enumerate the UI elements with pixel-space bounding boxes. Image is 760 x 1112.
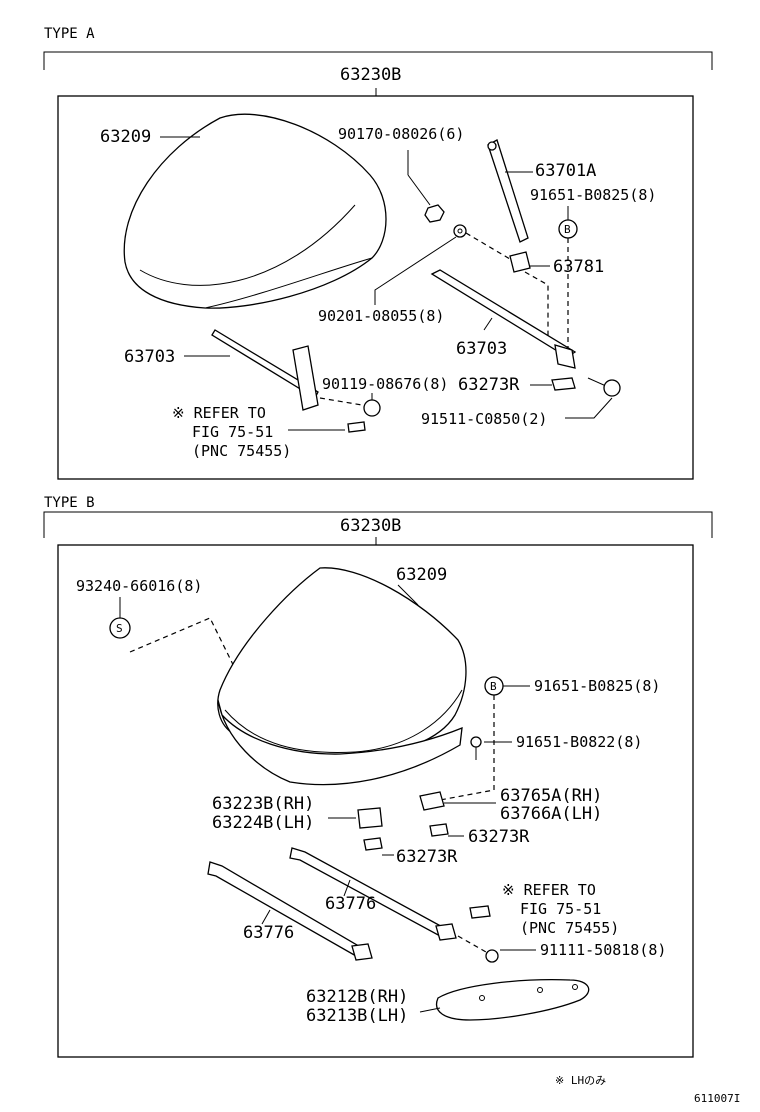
type-b-bracket-line xyxy=(43,511,713,538)
type-a-plate-label: 63273R xyxy=(458,375,520,395)
type-b-bracket-icon xyxy=(357,807,383,829)
type-b-bar-left-leader xyxy=(261,909,271,925)
type-b-callout-s-text: S xyxy=(116,622,123,635)
type-b-bolt-bottom-label: 91111-50818(8) xyxy=(540,941,666,959)
type-a-nut-label: 90170-08026(6) xyxy=(338,125,464,143)
type-a-header: TYPE A xyxy=(44,26,95,42)
type-a-rail-left xyxy=(211,329,319,411)
type-a-bolt-right-leader xyxy=(565,397,613,419)
type-a-section: TYPE A 63230B 63209 90170-08026(6) 90201… xyxy=(43,26,713,480)
type-b-hinge-lh-label: 63766A(LH) xyxy=(500,804,602,824)
type-a-refer-line-3: (PNC 75455) xyxy=(192,442,291,460)
type-b-section: TYPE B 63230B 93240-66016(8) S 63209 B 9… xyxy=(43,495,713,1058)
type-b-refer-line-3: (PNC 75455) xyxy=(520,919,619,937)
type-b-bolt-b2-label: 91651-B0822(8) xyxy=(516,733,642,751)
type-b-plate-left-icon xyxy=(363,837,383,851)
type-b-bar-left-label: 63776 xyxy=(243,923,294,943)
type-b-side-panel xyxy=(435,979,590,1021)
type-a-washer-icon xyxy=(453,224,467,238)
type-a-refer-line-2: FIG 75-51 xyxy=(192,423,273,441)
type-a-washer-leader xyxy=(374,236,457,305)
type-b-panel-rh-label: 63212B(RH) xyxy=(306,987,408,1007)
type-b-bracket-rh-label: 63223B(RH) xyxy=(212,794,314,814)
type-b-bolt-b2-icon xyxy=(470,736,482,760)
type-b-bolt-bottom-icon xyxy=(457,935,499,963)
type-a-bolt-right-label: 91511-C0850(2) xyxy=(421,410,547,428)
type-a-rail-right-leader xyxy=(483,317,493,331)
type-b-hinge-rh-label: 63765A(RH) xyxy=(500,786,602,806)
type-b-plate-left-label: 63273R xyxy=(396,847,458,867)
type-b-hinge-icon xyxy=(419,791,445,811)
type-b-bolt-b1-label: 91651-B0825(8) xyxy=(534,677,660,695)
type-b-frame xyxy=(57,544,694,1058)
type-a-plate-icon xyxy=(551,377,576,391)
type-b-refer-line-2: FIG 75-51 xyxy=(520,900,601,918)
type-a-rod-label: 63701A xyxy=(535,161,596,181)
type-a-rail-left-label: 63703 xyxy=(124,347,175,367)
type-b-panel-leader xyxy=(419,1007,441,1013)
type-b-bar-center-leader xyxy=(343,879,351,897)
type-b-refer-pad-icon xyxy=(469,905,491,919)
type-a-washer-label: 90201-08055(8) xyxy=(318,307,444,325)
type-b-bracket-lh-label: 63224B(LH) xyxy=(212,813,314,833)
type-b-callout-s-icon xyxy=(109,617,131,639)
type-a-cover-label: 63209 xyxy=(100,127,151,147)
type-a-rail-right xyxy=(430,269,577,369)
type-a-frame xyxy=(57,95,694,480)
type-b-bar-center-label: 63776 xyxy=(325,894,376,914)
type-a-assembly-label: 63230B xyxy=(340,65,401,85)
type-b-header: TYPE B xyxy=(44,495,95,511)
type-a-nut-icon xyxy=(424,204,445,223)
type-a-refer-pad-icon xyxy=(347,421,366,433)
type-a-bracket-line xyxy=(43,51,713,70)
type-b-cover-leader xyxy=(397,584,419,606)
type-a-refer-line-1: ※ REFER TO xyxy=(172,404,266,422)
type-a-bolt-left-icon xyxy=(319,397,381,417)
type-a-washer-dash xyxy=(465,232,516,263)
type-a-callout-b-text: B xyxy=(564,223,571,236)
type-b-plate-right-icon xyxy=(429,823,449,837)
footer-code: 611007I xyxy=(694,1092,740,1105)
type-a-bracket-icon xyxy=(509,251,531,273)
type-a-bolt-left-label: 90119-08676(8) xyxy=(322,375,448,393)
type-a-seat-cover xyxy=(123,113,387,309)
type-a-bracket-dash xyxy=(524,271,549,340)
type-b-assembly-label: 63230B xyxy=(340,516,401,536)
type-a-rail-right-label: 63703 xyxy=(456,339,507,359)
type-a-rod xyxy=(487,139,529,243)
type-b-plate-right-label: 63273R xyxy=(468,827,530,847)
type-b-bar-center xyxy=(289,847,457,941)
type-b-seat-cover xyxy=(217,567,467,786)
type-a-bolt-right-icon xyxy=(587,377,621,397)
type-b-refer-line-1: ※ REFER TO xyxy=(502,881,596,899)
type-b-panel-lh-label: 63213B(LH) xyxy=(306,1006,408,1026)
type-b-callout-b-text: B xyxy=(490,680,497,693)
type-a-washer-hole-icon xyxy=(457,228,463,234)
type-a-nut-leader-b xyxy=(407,174,431,206)
type-a-bracket-label: 63781 xyxy=(553,257,604,277)
type-a-bolt-b-label: 91651-B0825(8) xyxy=(530,186,656,204)
footer-note: ※ LHのみ xyxy=(555,1074,606,1087)
type-b-cover-label: 63209 xyxy=(396,565,447,585)
type-b-screw-label: 93240-66016(8) xyxy=(76,577,202,595)
type-b-callout-b-dash xyxy=(439,695,495,801)
type-b-bar-left xyxy=(207,861,373,961)
